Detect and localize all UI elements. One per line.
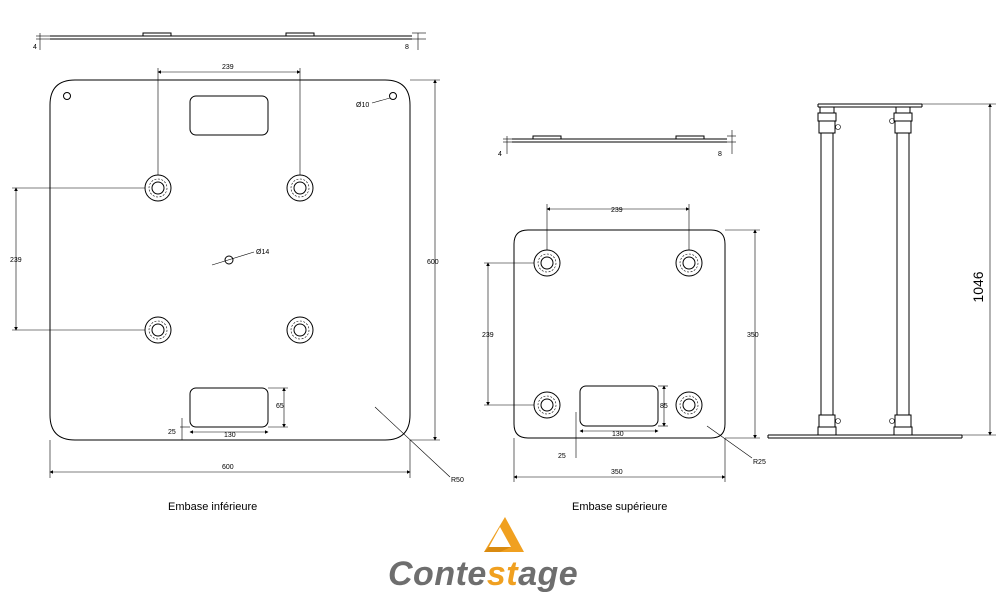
caption-upper-base: Embase supérieure (572, 501, 668, 513)
logo-text-part1: Conte (388, 555, 487, 593)
upper-width: 350 (611, 469, 623, 476)
lower-bottom-cutout (189, 387, 269, 428)
lower-cutout-height: 65 (276, 403, 284, 410)
tower-tube-right (889, 106, 913, 436)
lower-small-hole-right (389, 92, 397, 100)
logo-text-part3: age (518, 555, 579, 593)
upper-bolt-hole (533, 391, 561, 419)
upper-cutout (579, 385, 659, 427)
upper-radius: R25 (753, 459, 766, 466)
upper-cutout-height: 85 (660, 403, 668, 410)
lower-spacing-top: 239 (222, 64, 234, 71)
brand-logo-text: Contestage (388, 555, 578, 594)
upper-height: 350 (747, 332, 759, 339)
upper-plate-side-view: 4 8 (498, 130, 736, 158)
upper-spacing-top: 239 (611, 207, 623, 214)
lower-center-hole-label: Ø14 (256, 249, 269, 256)
lower-bolt-hole (286, 316, 314, 344)
lower-cutout-offset: 25 (168, 429, 176, 436)
lower-bolt-hole (144, 316, 172, 344)
lower-top-cutout (189, 95, 269, 136)
lower-height: 600 (427, 259, 439, 266)
lower-side-left-thickness: 4 (33, 44, 37, 51)
lower-small-hole-label: Ø10 (356, 102, 369, 109)
upper-spacing-left: 239 (482, 332, 494, 339)
lower-bolt-hole (286, 174, 314, 202)
upper-bolt-hole (533, 249, 561, 277)
assembly-total-height: 1046 (970, 271, 986, 302)
lower-plate-side-view: 4 8 (33, 32, 426, 51)
tower-assembly-view: 1046 (767, 103, 996, 439)
lower-cutout-width: 130 (224, 432, 236, 439)
lower-radius: R50 (451, 477, 464, 484)
brand-logo-mark (484, 517, 524, 552)
lower-center-hole (224, 255, 234, 265)
upper-cutout-offset: 25 (558, 453, 566, 460)
upper-bolt-hole (675, 391, 703, 419)
upper-bolt-hole (675, 249, 703, 277)
upper-cutout-width: 130 (612, 431, 624, 438)
lower-side-right-thickness: 8 (405, 44, 409, 51)
lower-small-hole-left (63, 92, 71, 100)
upper-side-right-thickness: 8 (718, 151, 722, 158)
lower-plate-top-view: 239 239 Ø10 Ø14 600 65 130 25 600 (10, 64, 464, 484)
lower-spacing-left: 239 (10, 257, 22, 264)
tower-tube-left (817, 106, 841, 436)
lower-width: 600 (222, 464, 234, 471)
lower-bolt-hole (144, 174, 172, 202)
logo-text-accent: st (486, 555, 519, 593)
upper-side-left-thickness: 4 (498, 151, 502, 158)
caption-lower-base: Embase inférieure (168, 501, 258, 513)
upper-plate-top-view: 239 239 350 85 130 25 350 R25 (482, 204, 766, 482)
